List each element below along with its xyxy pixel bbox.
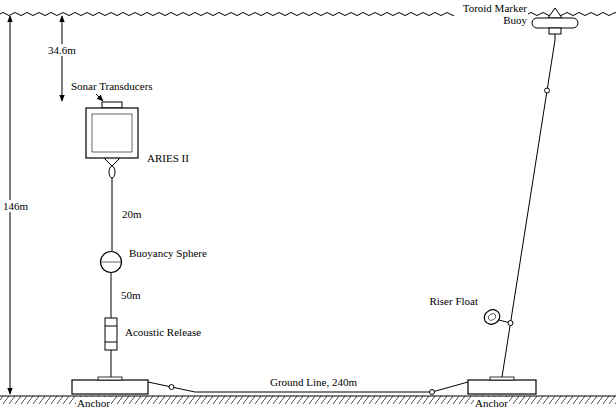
marker-buoy: Toroid Marker Buoy — [530, 8, 580, 40]
mooring-line — [111, 350, 112, 377]
buoy-mast — [548, 8, 562, 18]
sphere — [101, 252, 122, 273]
buoy-bridle — [549, 28, 561, 34]
dimension-label: 34.6m — [47, 44, 77, 56]
part-label: Anchor — [474, 397, 509, 409]
riser-float: Riser Float — [483, 309, 503, 325]
part-label: Toroid Marker Buoy — [454, 2, 528, 26]
part-label: ARIES II — [146, 152, 190, 164]
release-body — [105, 318, 117, 350]
housing-box — [86, 108, 138, 158]
sonar-transducer — [102, 102, 122, 108]
anchor-block: Anchor — [72, 380, 148, 394]
part-label: Buoyancy Sphere — [128, 247, 208, 259]
housing-frame — [92, 114, 132, 152]
mooring-line — [111, 273, 112, 318]
instrument-housing-outline — [84, 102, 140, 178]
shackle — [508, 321, 513, 326]
acoustic-release: Acoustic Release — [104, 318, 118, 350]
line-length-label: 20m — [121, 208, 143, 220]
shackle — [430, 390, 435, 395]
buoyancy-sphere-outline — [100, 251, 122, 273]
riser-float-outline — [483, 309, 503, 325]
release-band — [105, 342, 117, 343]
anchor-plate — [98, 377, 122, 380]
buoy-shackle — [555, 34, 556, 40]
line-length-label: Ground Line, 240m — [269, 376, 358, 388]
leader-line — [96, 94, 103, 101]
instrument-depth-dimension — [62, 16, 63, 101]
part-label: Anchor — [76, 397, 111, 409]
mooring-line — [502, 40, 555, 377]
anchor-block: Anchor — [468, 380, 536, 394]
part-label: Riser Float — [428, 295, 479, 307]
float — [482, 307, 503, 327]
swivel — [109, 166, 115, 178]
buoyancy-sphere: Buoyancy Sphere — [100, 251, 122, 273]
float-core — [487, 312, 497, 321]
anchor-block-outline — [72, 380, 148, 394]
release-band — [105, 326, 117, 327]
anchor-block-outline — [468, 380, 536, 394]
anchor-block — [468, 380, 536, 394]
line-length-label: 50m — [120, 289, 142, 301]
shackle — [545, 88, 550, 93]
sphere-band — [101, 262, 121, 263]
toroid — [532, 18, 578, 28]
anchor-block — [72, 380, 148, 394]
dimension-label: 146m — [2, 200, 29, 212]
marker-buoy-outline — [530, 8, 580, 40]
instrument-housing: ARIES II — [84, 102, 140, 178]
bridle — [104, 158, 120, 166]
acoustic-release-outline — [104, 318, 118, 350]
shackle — [169, 385, 174, 390]
anchor-plate — [490, 377, 514, 380]
mooring-line — [112, 178, 113, 251]
part-label: Sonar Transducers — [70, 80, 154, 92]
part-label: Acoustic Release — [124, 326, 202, 338]
